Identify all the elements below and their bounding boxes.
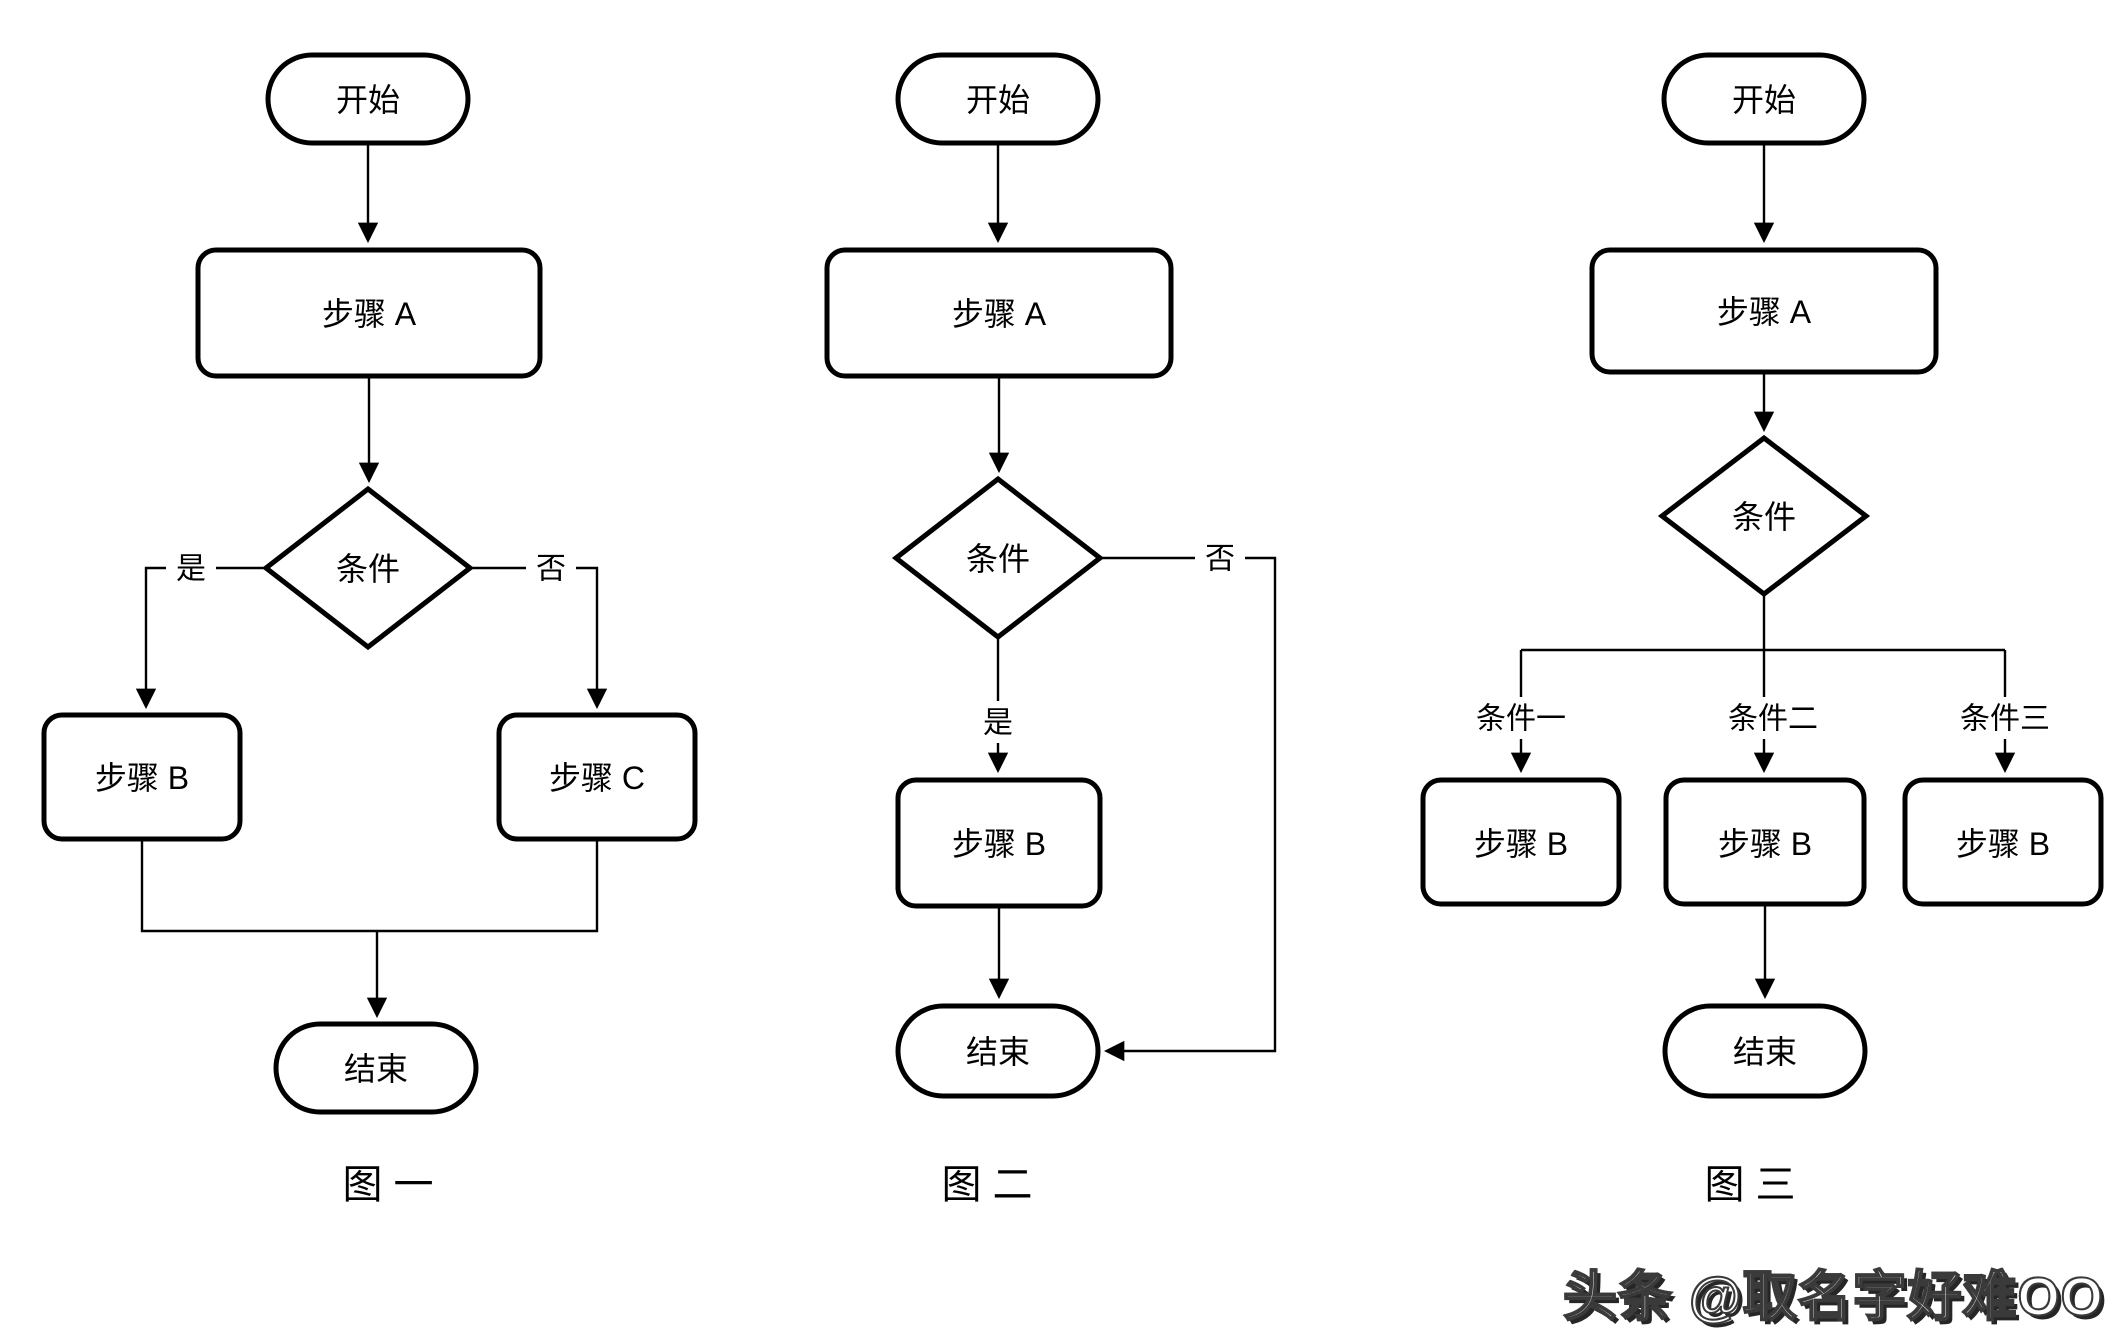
fig3-end-oval: [1662, 1003, 1868, 1099]
fig1-start-oval: [265, 52, 471, 146]
fig3-cond3-label: 条件三: [1960, 703, 2050, 736]
fig1-join-left: [140, 839, 377, 933]
fig1-yes-label-halo: [166, 547, 216, 589]
fig2-end-label: 结束: [966, 1034, 1030, 1070]
fig1-stepA-label: 步骤 A: [322, 296, 417, 332]
fig3-cond1-label-halo: [1464, 697, 1578, 739]
toutiao-watermark: 头条 @取名字好难OO: [1562, 1266, 2104, 1328]
fig2-yes-label: 是: [983, 707, 1013, 740]
fig1-yes-label: 是: [176, 553, 206, 586]
fig1-stepC-label: 步骤 C: [549, 760, 645, 796]
fig3-start-oval: [1661, 52, 1867, 146]
fig2-stepB-box: [895, 777, 1103, 909]
fig3-cond2-label-halo: [1716, 697, 1830, 739]
fig3-stepB3-box: [1902, 777, 2104, 907]
fig1-end-oval: [273, 1021, 479, 1115]
fig1-end-label: 结束: [344, 1051, 408, 1087]
fig2-edge-no-loop: [1100, 556, 1277, 1062]
fig3-stepB2-box: [1663, 777, 1867, 907]
fig3-stepA-label: 步骤 A: [1717, 294, 1812, 330]
fig1-caption: 图 一: [342, 1163, 433, 1207]
fig3-stepA-box: [1589, 247, 1939, 375]
fig1-start-label: 开始: [336, 82, 400, 118]
figure-3: 开始 步骤 A 条件 条件一 条件二 条件三 步骤 B 步骤 B 步骤 B 结束…: [1420, 52, 2104, 1207]
fig3-start-label: 开始: [1732, 82, 1796, 118]
fig2-stepB-label: 步骤 B: [952, 826, 1046, 862]
fig3-condition-diamond: [1657, 434, 1871, 598]
fig3-condition-label: 条件: [1732, 499, 1796, 535]
fig2-condition-label: 条件: [966, 541, 1030, 577]
fig1-no-label-halo: [526, 547, 576, 589]
fig2-yes-label-halo: [973, 701, 1023, 743]
fig3-cond2-label: 条件二: [1728, 703, 1818, 736]
figure-1: 开始 步骤 A 条件 是 否 步骤 B 步骤 C 结束 图 一: [41, 52, 698, 1207]
fig1-stepA-box: [195, 247, 543, 379]
fig2-end-oval: [895, 1003, 1101, 1099]
fig2-start-label: 开始: [966, 82, 1030, 118]
fig3-cond3-label-halo: [1948, 697, 2062, 739]
fig2-stepA-label: 步骤 A: [952, 296, 1047, 332]
fig2-condition-diamond: [891, 475, 1105, 641]
fig3-cond1-label: 条件一: [1476, 703, 1566, 736]
fig1-condition-label: 条件: [336, 551, 400, 587]
fig3-stepB3-label: 步骤 B: [1956, 826, 2050, 862]
fig3-stepB1-label: 步骤 B: [1474, 826, 1568, 862]
fig1-condition-diamond: [261, 485, 475, 651]
fig2-start-oval: [895, 52, 1101, 146]
fig2-caption: 图 二: [941, 1163, 1032, 1207]
fig1-stepC-box: [496, 712, 698, 842]
fig1-join-right: [377, 839, 599, 933]
figure-2: 开始 步骤 A 条件 否 是 步骤 B 结束 图 二: [824, 52, 1277, 1207]
fig1-stepB-label: 步骤 B: [95, 760, 189, 796]
fig1-no-label: 否: [536, 553, 566, 586]
fig2-no-label-halo: [1195, 537, 1245, 579]
fig2-stepA-box: [824, 247, 1174, 379]
fig2-no-label: 否: [1205, 543, 1235, 576]
fig3-stepB2-label: 步骤 B: [1718, 826, 1812, 862]
fig1-edge-yes: [135, 566, 266, 710]
fig1-edge-no: [470, 566, 608, 710]
fig1-stepB-box: [41, 712, 243, 842]
fig3-stepB1-box: [1420, 777, 1622, 907]
fig3-caption: 图 三: [1704, 1163, 1795, 1207]
fig3-end-label: 结束: [1733, 1034, 1797, 1070]
